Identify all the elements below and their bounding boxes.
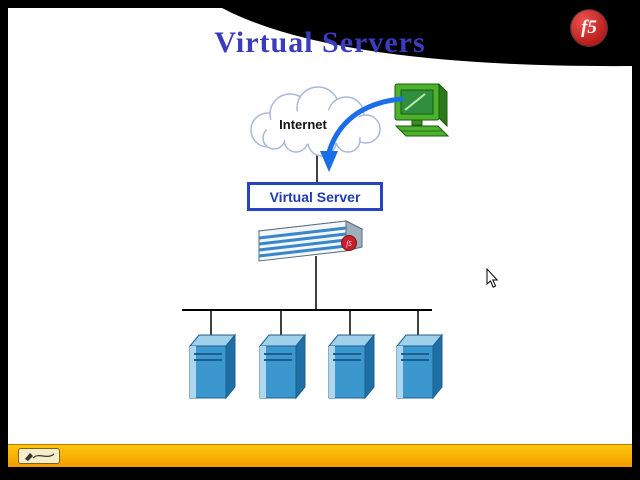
internet-label: Internet <box>279 117 327 132</box>
slide-title: Virtual Servers <box>214 26 426 59</box>
f5-logo: f5 <box>571 10 607 46</box>
pen-tool-button[interactable] <box>18 448 60 464</box>
pen-icon <box>25 453 55 461</box>
virtual-server-label: Virtual Server <box>269 188 361 205</box>
f5-logo-text: f5 <box>581 17 597 38</box>
slide-canvas[interactable] <box>8 8 632 444</box>
slideshow-toolbar <box>8 444 632 467</box>
virtual-server-box: Virtual Server <box>247 182 383 211</box>
